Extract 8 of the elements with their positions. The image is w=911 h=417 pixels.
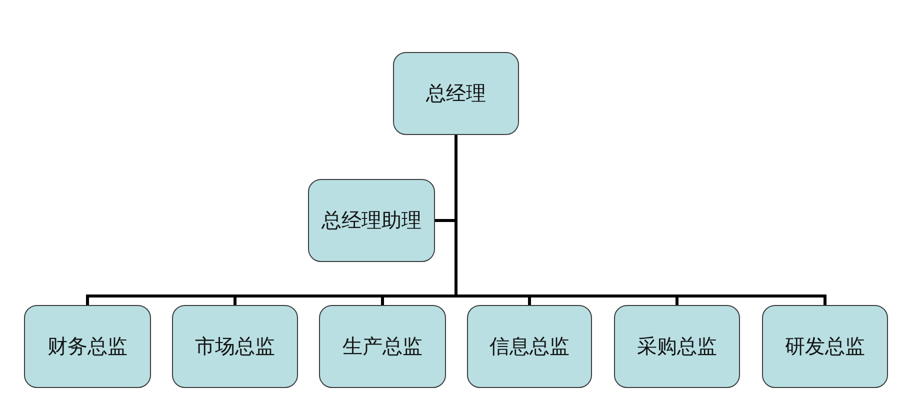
- position-box: 研发总监: [762, 305, 888, 388]
- position-box: 财务总监: [24, 305, 151, 388]
- position-box: 总经理助理: [308, 179, 435, 262]
- position-box: 采购总监: [614, 305, 740, 388]
- position-box: 总经理: [393, 52, 519, 135]
- position-box: 生产总监: [319, 305, 446, 388]
- position-box: 信息总监: [467, 305, 592, 388]
- position-box: 市场总监: [172, 305, 298, 388]
